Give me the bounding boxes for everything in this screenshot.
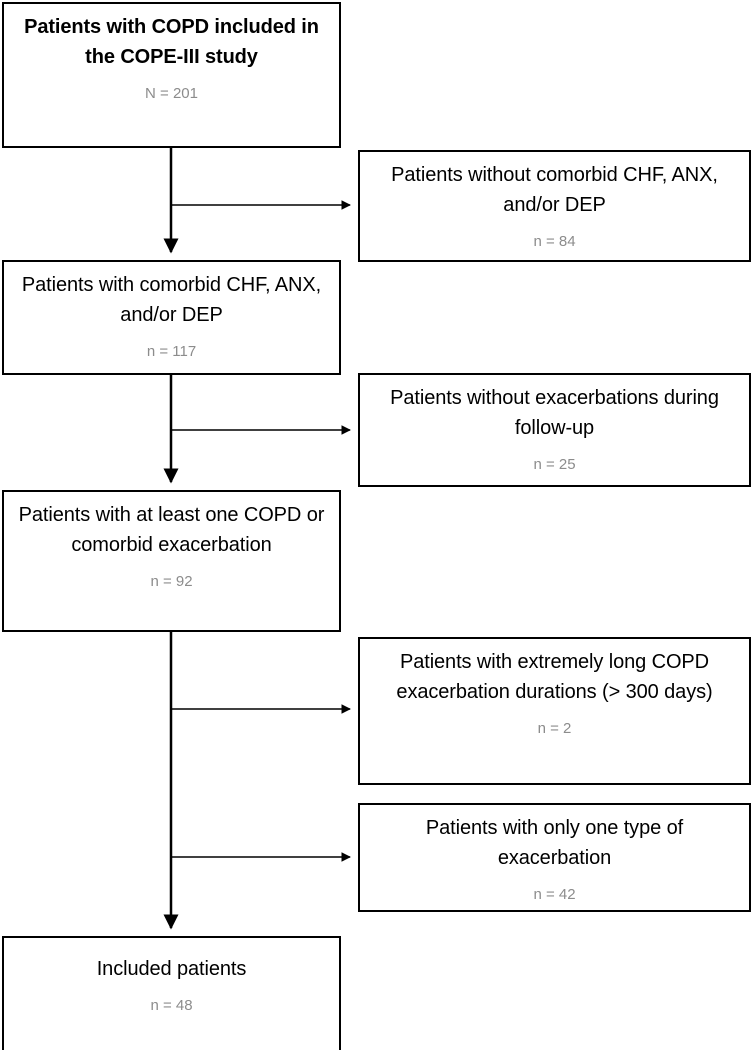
node-comorbid-count: n = 117	[146, 343, 197, 360]
node-comorbid: Patients with comorbid CHF, ANX, and/or …	[2, 260, 341, 375]
node-no-comorbid-count: n = 84	[533, 233, 576, 250]
node-comorbid-title: Patients with comorbid CHF, ANX, and/or …	[21, 274, 322, 326]
node-included-count: n = 48	[150, 997, 193, 1014]
node-no-exacerbation-count: n = 25	[533, 456, 576, 473]
node-one-type: Patients with only one type of exacerbat…	[358, 803, 751, 912]
node-included-title: Included patients	[96, 958, 247, 980]
node-no-exacerbation-title: Patients without exacerbations during fo…	[390, 387, 719, 439]
node-enrolled-title: Patients with COPD included in the COPE-…	[24, 16, 319, 68]
node-one-type-title: Patients with only one type of exacerbat…	[425, 817, 684, 869]
node-exacerbation-title: Patients with at least one COPD or comor…	[18, 504, 325, 556]
node-included: Included patients n = 48	[2, 936, 341, 1050]
node-enrolled-count: N = 201	[145, 85, 198, 102]
node-one-type-count: n = 42	[533, 886, 576, 903]
node-no-exacerbation: Patients without exacerbations during fo…	[358, 373, 751, 487]
node-long-duration-title: Patients with extremely long COPD exacer…	[396, 651, 713, 703]
node-long-duration-count: n = 2	[537, 720, 572, 737]
node-exacerbation: Patients with at least one COPD or comor…	[2, 490, 341, 632]
node-enrolled: Patients with COPD included in the COPE-…	[2, 2, 341, 148]
node-no-comorbid: Patients without comorbid CHF, ANX, and/…	[358, 150, 751, 262]
node-long-duration: Patients with extremely long COPD exacer…	[358, 637, 751, 785]
node-no-comorbid-title: Patients without comorbid CHF, ANX, and/…	[391, 164, 718, 216]
node-exacerbation-count: n = 92	[150, 573, 193, 590]
